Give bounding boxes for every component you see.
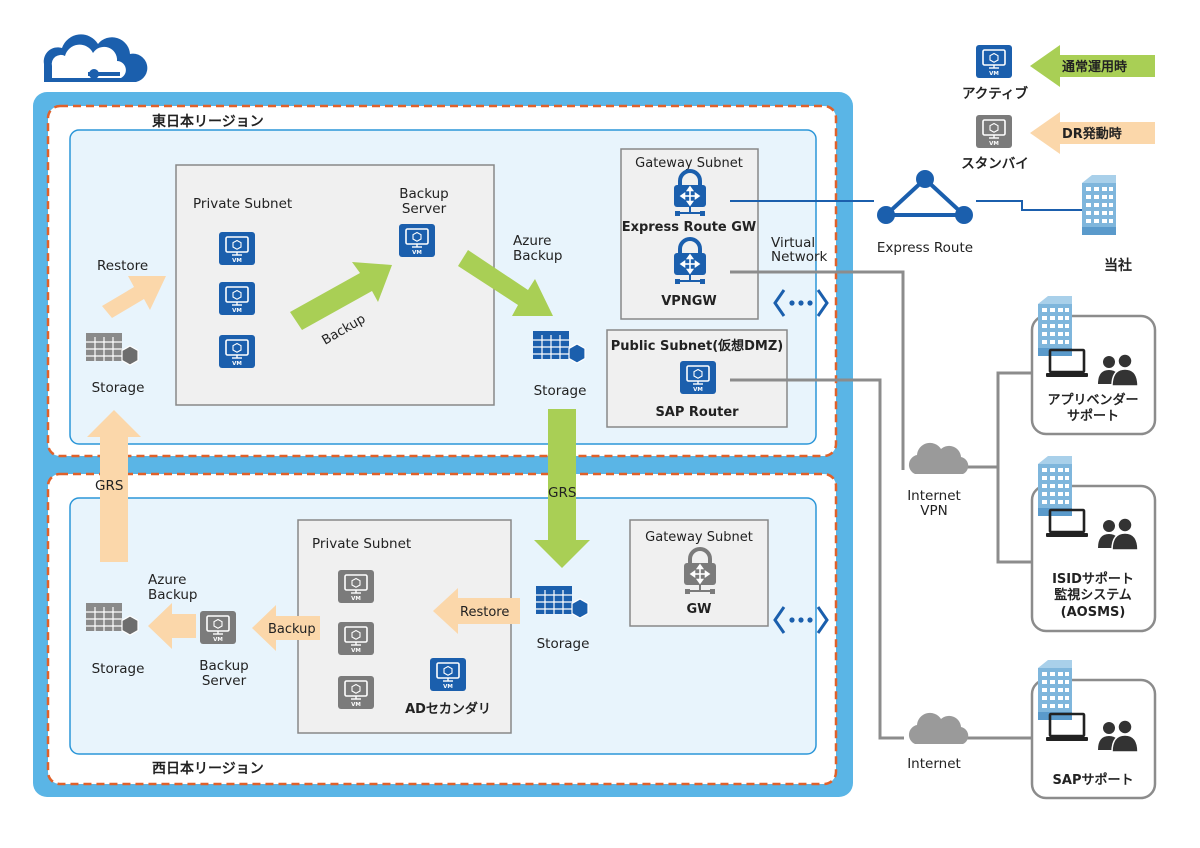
west-private-subnet-label: Private Subnet bbox=[312, 536, 411, 552]
vpn-line bbox=[730, 270, 905, 470]
legend-active-label: アクティブ bbox=[962, 85, 1029, 102]
isid-box: ISIDサポート 監視システム (AOSMS) bbox=[1030, 456, 1157, 633]
express-route-gw-label: Express Route GW bbox=[622, 220, 757, 235]
internet-vpn-label-2: VPN bbox=[920, 503, 947, 519]
grs-left-arrow bbox=[87, 410, 141, 562]
east-storage-left-label: Storage bbox=[92, 380, 145, 396]
virtual-network-label-2: Network bbox=[771, 249, 828, 265]
internet-vpn-label-1: Internet bbox=[907, 488, 961, 504]
express-route-line-2 bbox=[976, 200, 1084, 211]
west-gateway-subnet-label: Gateway Subnet bbox=[645, 530, 753, 545]
backup-arrow-west bbox=[252, 605, 320, 651]
vm-icon bbox=[218, 334, 256, 369]
west-azure-backup-label-1: Azure bbox=[148, 572, 186, 588]
building-icon bbox=[1038, 296, 1072, 356]
west-azure-backup-label-2: Backup bbox=[148, 587, 198, 603]
west-backup-label: Backup bbox=[268, 622, 316, 637]
east-backup-server-label-2: Server bbox=[402, 201, 447, 217]
legend: アクティブ 通常運用時 スタンバイ DR発動時 bbox=[961, 44, 1155, 172]
east-gateway-subnet-label: Gateway Subnet bbox=[635, 156, 743, 171]
sap-support-label: SAPサポート bbox=[1053, 772, 1134, 788]
west-storage-left-label: Storage bbox=[92, 661, 145, 677]
west-gw-label: GW bbox=[686, 602, 711, 617]
legend-dr-arrow bbox=[1030, 112, 1155, 154]
app-vendor-label-1: アプリベンダー bbox=[1047, 392, 1138, 408]
isid-label-2: 監視システム bbox=[1054, 587, 1132, 603]
isid-label-1: ISIDサポート bbox=[1052, 571, 1134, 587]
public-subnet-label: Public Subnet(仮想DMZ) bbox=[611, 338, 783, 354]
legend-standby-label: スタンバイ bbox=[961, 156, 1029, 172]
vm-icon bbox=[199, 610, 237, 645]
virtual-network-label-1: Virtual bbox=[771, 235, 815, 251]
east-private-subnet-label: Private Subnet bbox=[193, 196, 292, 212]
west-storage-middle-label: Storage bbox=[537, 636, 590, 652]
peering-icon bbox=[773, 606, 829, 634]
west-restore-label: Restore bbox=[460, 605, 509, 620]
azure-backup-arrow-west bbox=[148, 603, 196, 649]
ad-secondary-label: ADセカンダリ bbox=[405, 701, 491, 717]
restore-arrow bbox=[102, 276, 166, 318]
vm-icon bbox=[337, 569, 375, 604]
west-private-subnet bbox=[297, 519, 512, 734]
legend-dr-label: DR発動時 bbox=[1062, 126, 1122, 142]
vm-icon bbox=[398, 223, 436, 258]
peering-icon bbox=[773, 289, 829, 317]
vm-icon bbox=[975, 44, 1013, 79]
building-icon bbox=[1082, 175, 1116, 235]
east-backup-server-label-1: Backup bbox=[399, 186, 449, 202]
vm-icon bbox=[679, 360, 717, 395]
express-route-icon bbox=[877, 170, 973, 224]
east-azure-backup-label-1: Azure bbox=[513, 233, 551, 249]
grs-left-label: GRS bbox=[95, 478, 123, 494]
vm-icon bbox=[337, 675, 375, 710]
west-region-label: 西日本リージョン bbox=[152, 760, 264, 777]
vm-icon bbox=[218, 231, 256, 266]
azure-cloud-icon bbox=[43, 34, 148, 82]
vm-icon bbox=[337, 621, 375, 656]
app-vendor-label-2: サポート bbox=[1067, 408, 1119, 424]
vpngw-label: VPNGW bbox=[661, 294, 716, 309]
vpn-line-isid bbox=[996, 467, 1034, 564]
azure-backup-arrow bbox=[458, 250, 553, 316]
grs-middle-label: GRS bbox=[548, 485, 576, 501]
west-backup-server-label-2: Server bbox=[202, 673, 247, 689]
restore-arrow-west bbox=[433, 588, 520, 634]
legend-normal-label: 通常運用時 bbox=[1062, 59, 1127, 75]
sap-support-box: SAPサポート bbox=[1030, 660, 1157, 800]
building-icon bbox=[1038, 660, 1072, 720]
sap-router-label: SAP Router bbox=[655, 405, 739, 420]
backup-arrow bbox=[290, 262, 392, 330]
internet-label: Internet bbox=[907, 756, 961, 772]
building-icon bbox=[1038, 456, 1072, 516]
east-azure-backup-label-2: Backup bbox=[513, 248, 563, 264]
isid-label-3: (AOSMS) bbox=[1061, 605, 1126, 620]
vpn-line-app bbox=[965, 371, 1034, 469]
east-storage-right-label: Storage bbox=[534, 383, 587, 399]
cloud-icon bbox=[908, 712, 969, 744]
grs-middle-arrow bbox=[534, 409, 590, 568]
vm-icon bbox=[429, 657, 467, 692]
west-backup-server-label-1: Backup bbox=[199, 658, 249, 674]
east-gateway-subnet bbox=[620, 148, 759, 320]
vm-icon bbox=[218, 281, 256, 316]
east-region-label: 東日本リージョン bbox=[152, 113, 264, 130]
app-vendor-box: アプリベンダー サポート bbox=[1030, 296, 1157, 436]
legend-normal-arrow bbox=[1030, 45, 1155, 87]
vm-icon bbox=[975, 114, 1013, 149]
cloud-icon bbox=[908, 442, 969, 474]
express-route-label: Express Route bbox=[877, 240, 973, 256]
east-restore-label: Restore bbox=[97, 258, 148, 274]
company-label: 当社 bbox=[1104, 257, 1132, 274]
internet-line bbox=[730, 378, 904, 740]
